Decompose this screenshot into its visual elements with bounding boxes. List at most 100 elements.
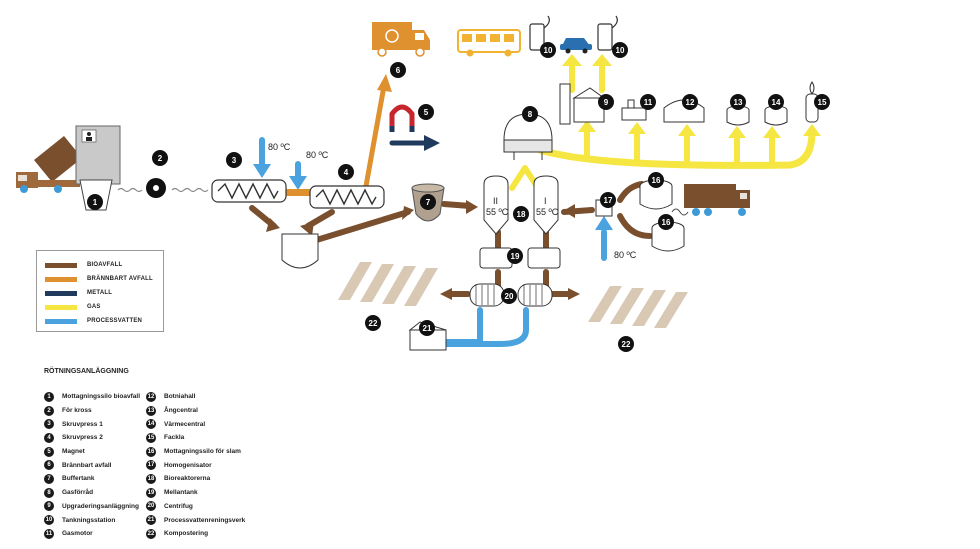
temp-label-screw-2: 80 ºC xyxy=(306,150,329,160)
key-label: Fackla xyxy=(164,434,185,442)
key-badge: 5 xyxy=(44,446,54,457)
key-item: 11 Gasmotor xyxy=(44,527,140,541)
badge-10-right: 10 xyxy=(612,42,628,58)
badge-22-right: 22 xyxy=(618,336,634,352)
badge-17: 17 xyxy=(600,192,616,208)
badge-9: 9 xyxy=(598,94,614,110)
crusher-icon xyxy=(146,178,166,198)
gas-lines xyxy=(509,61,816,191)
key-item: 14 Värmecentral xyxy=(146,417,245,431)
svg-text:5: 5 xyxy=(424,108,429,117)
key-label: Mottagningssilo för slam xyxy=(164,448,241,456)
key-badge: 11 xyxy=(44,528,54,539)
key-badge: 10 xyxy=(44,515,54,526)
badge-10-left: 10 xyxy=(540,42,556,58)
badge-3: 3 xyxy=(226,152,242,168)
screw-press-2 xyxy=(309,185,385,209)
svg-text:16: 16 xyxy=(652,176,661,185)
svg-text:18: 18 xyxy=(517,210,526,219)
svg-text:2: 2 xyxy=(158,154,163,163)
svg-text:20: 20 xyxy=(505,292,514,301)
key-label: Upgraderingsanläggning xyxy=(62,502,139,510)
gas-storage-dome xyxy=(503,113,553,160)
key-label: Buffertank xyxy=(62,475,95,483)
badge-14: 14 xyxy=(768,94,784,110)
key-label: Skruvpress 2 xyxy=(62,434,103,442)
centrifuge-left xyxy=(469,283,505,307)
legend-label: PROCESSVATTEN xyxy=(87,318,143,324)
metal-line xyxy=(389,135,440,151)
process-water-arrowheads xyxy=(253,164,613,230)
svg-text:15: 15 xyxy=(818,98,827,107)
legend-item-metal: METALL xyxy=(45,287,112,299)
legend-label: BRÄNNBART AVFALL xyxy=(87,276,153,282)
key-label: Värmecentral xyxy=(164,420,206,428)
svg-text:13: 13 xyxy=(734,98,743,107)
compost-strips-left xyxy=(338,262,438,306)
intermediate-tank-left xyxy=(479,247,513,269)
key-item: 16 Mottagningssilo för slam xyxy=(146,445,245,459)
badge-21: 21 xyxy=(419,320,435,336)
legend-label: BIOAVFALL xyxy=(87,262,123,268)
legend-item-gas: GAS xyxy=(45,301,101,313)
key-label: Ångcentral xyxy=(164,407,198,415)
key-badge: 1 xyxy=(44,391,54,402)
tipper-truck-icon xyxy=(16,136,82,193)
badge-15: 15 xyxy=(814,94,830,110)
badge-8: 8 xyxy=(522,106,538,122)
svg-text:19: 19 xyxy=(511,252,520,261)
key-badge: 12 xyxy=(146,391,156,402)
badge-18: 18 xyxy=(513,206,529,222)
key-label: Brännbart avfall xyxy=(62,461,112,469)
key-badge: 16 xyxy=(146,446,156,457)
key-badge: 14 xyxy=(146,419,156,430)
key-badge: 3 xyxy=(44,419,54,430)
legend-swatch xyxy=(45,318,77,324)
key-label: Gasmotor xyxy=(62,530,93,538)
gas-pump-left-icon xyxy=(529,15,550,51)
svg-text:3: 3 xyxy=(232,156,237,165)
bioreactor-i xyxy=(533,175,559,235)
svg-text:7: 7 xyxy=(426,198,431,207)
badge-22-left: 22 xyxy=(365,315,381,331)
key-badge: 9 xyxy=(44,501,54,512)
badge-11: 11 xyxy=(640,94,656,110)
gas-engine xyxy=(621,99,647,121)
key-badge: 18 xyxy=(146,473,156,484)
legend-swatch xyxy=(45,304,77,310)
key-label: Centrifug xyxy=(164,502,193,510)
reactor-ii-temp: 55 ºC xyxy=(486,207,509,217)
key-label: Homogenisator xyxy=(164,461,212,469)
legend-label: METALL xyxy=(87,290,113,296)
legend-item-combustible: BRÄNNBART AVFALL xyxy=(45,273,153,285)
badge-5: 5 xyxy=(418,104,434,120)
badge-19: 19 xyxy=(507,248,523,264)
key-label: Kompostering xyxy=(164,530,209,538)
key-badge: 6 xyxy=(44,460,54,471)
temp-label-homogeniser: 80 ºC xyxy=(614,250,637,260)
reactor-ii-roman: II xyxy=(493,196,498,206)
key-badge: 20 xyxy=(146,501,156,512)
svg-text:10: 10 xyxy=(544,46,553,55)
sludge-truck-icon xyxy=(671,184,750,216)
process-water-lines xyxy=(259,137,607,347)
key-label: Bioreaktorerna xyxy=(164,475,211,483)
svg-text:9: 9 xyxy=(604,98,609,107)
gas-pump-right-icon xyxy=(597,15,618,51)
screw-press-1 xyxy=(211,179,287,203)
badge-20: 20 xyxy=(501,288,517,304)
key-label: Processvattenreningsverk xyxy=(164,516,246,524)
car-icon xyxy=(560,38,592,54)
legend-item-biowaste: BIOAVFALL xyxy=(45,259,122,271)
svg-text:4: 4 xyxy=(344,168,349,177)
